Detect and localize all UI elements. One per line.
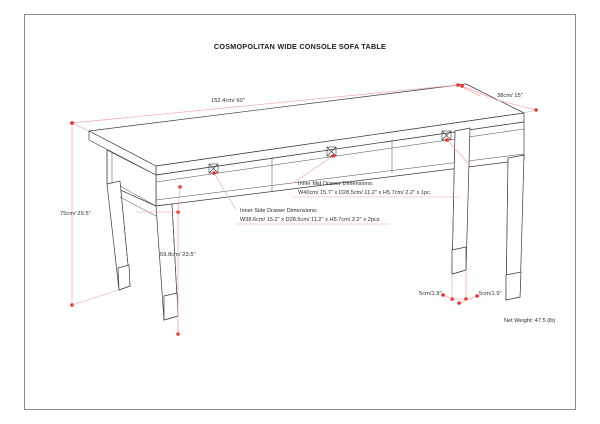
callout-mid-drawer-heading: Inner Mid Drawer Dimensions: (298, 181, 374, 187)
leader-side-drawer (212, 171, 390, 225)
leg-back-left-foot (117, 264, 131, 291)
dim-foot-right (457, 294, 479, 305)
leader-mid-drawer (292, 154, 460, 198)
net-weight-label: Net Weight: 47.5 (lb) (504, 318, 556, 324)
left-panel-inner (119, 196, 157, 217)
table-geometry (88, 83, 525, 321)
drawer-knob-middle (326, 146, 337, 157)
left-panel-lower (119, 185, 157, 207)
dimension-label-height: 75cm/ 29.5" (60, 211, 91, 217)
leader-apron-left (177, 185, 182, 213)
dimension-annotations (70, 83, 538, 336)
dim-depth (460, 84, 538, 114)
callout-mid-drawer: Inner Mid Drawer Dimensions: W40cm/ 15.7… (298, 180, 430, 198)
dim-height (70, 121, 120, 307)
callout-side-drawer: Inner Side Drawer Dimensions: W38.6cm/ 1… (240, 207, 380, 225)
leg-back-right-foot (451, 246, 467, 275)
dimension-label-depth: 38cm/ 15" (497, 93, 523, 99)
dim-foot-left (441, 270, 468, 301)
leg-front-right-foot (505, 271, 522, 301)
callout-side-drawer-heading: Inner Side Drawer Dimensions: (240, 208, 318, 214)
leg-back-right (451, 127, 471, 275)
callout-mid-drawer-detail: W40cm/ 15.7" x D28.5cm/ 11.2" x H5.7cm/ … (298, 190, 431, 197)
dimension-label-foot-left: 5cm/1.9" (419, 291, 442, 297)
leg-back-left (106, 180, 131, 291)
dimension-label-width: 152.4cm/ 60" (211, 98, 245, 104)
dimension-label-foot-right: 5cm/1.9" (479, 291, 502, 297)
callout-side-drawer-detail: W38.6cm/ 15.2" x D28.5cm/ 11.2" x H5.7cm… (240, 217, 380, 224)
sheet-border (24, 14, 576, 410)
page-title: COSMOPOLITAN WIDE CONSOLE SOFA TABLE (213, 42, 387, 51)
dimension-label-inner-height: 59.8cm/ 23.5" (160, 252, 196, 258)
leg-front-right (505, 154, 525, 301)
leg-front-left-foot (163, 292, 179, 321)
leader-right-drawer (445, 138, 471, 166)
leg-front-left (155, 203, 179, 321)
